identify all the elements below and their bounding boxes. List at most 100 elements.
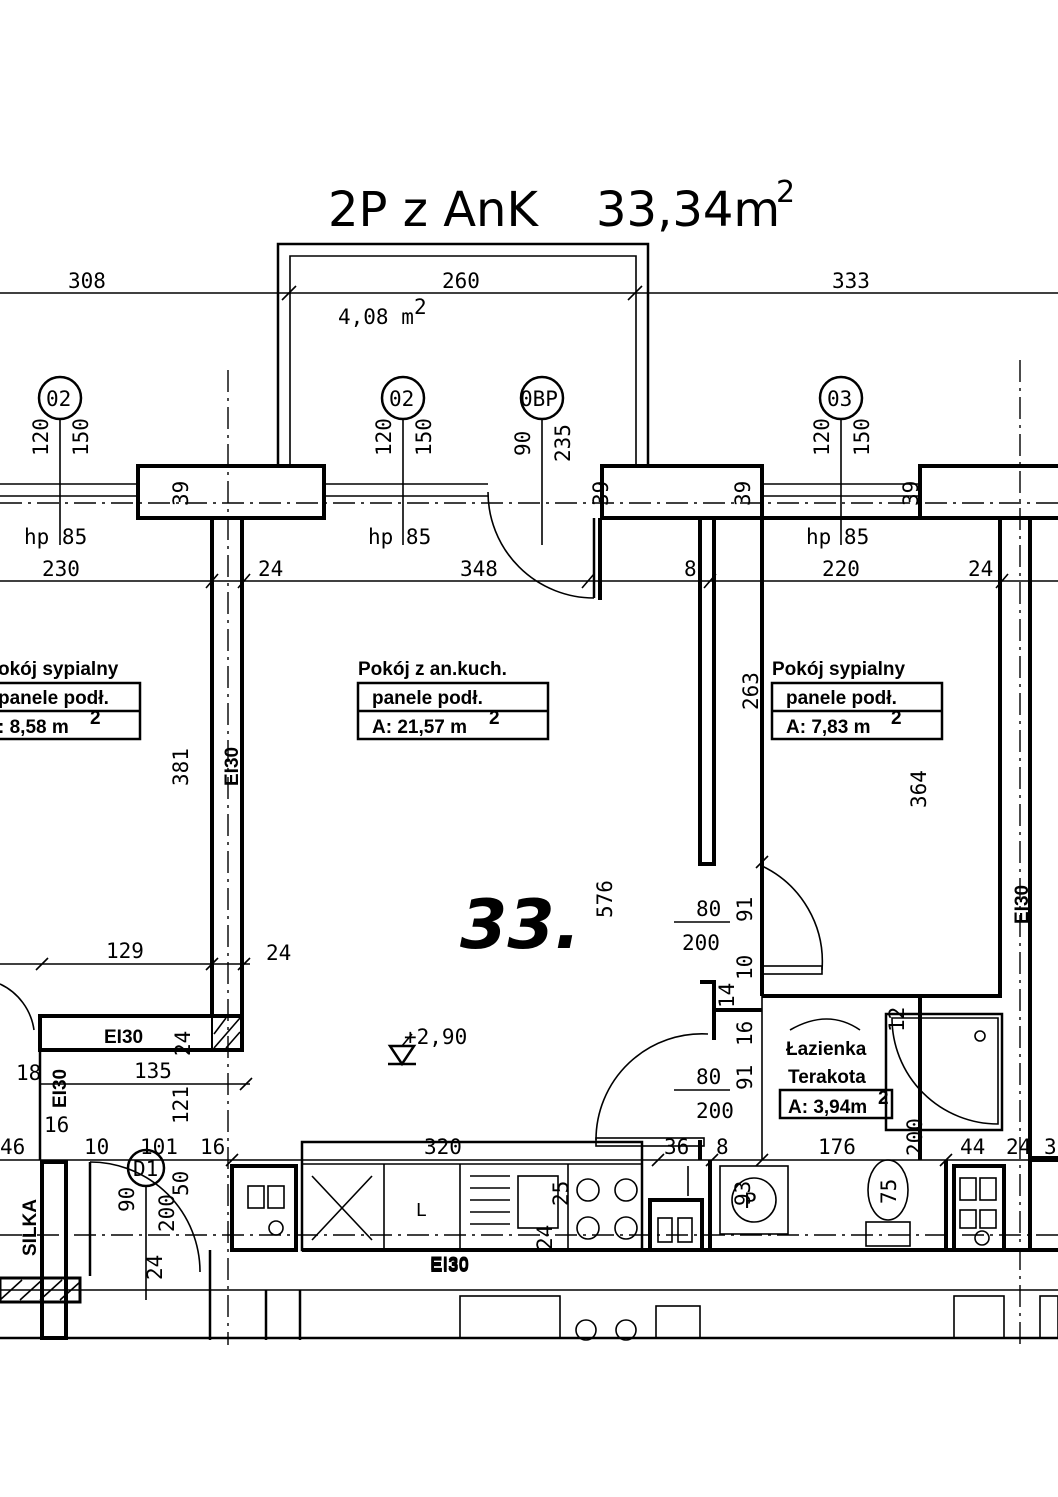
dim-260: 260 [442,269,480,293]
room-name: Pokój sypialny [772,659,905,680]
apartment-number: 33. [460,886,580,965]
svg-text:24: 24 [171,1031,195,1056]
window-height: 150 [850,418,874,456]
dim-348: 348 [460,557,498,581]
fire-rating-label: EI30 [50,1069,71,1108]
svg-text:121: 121 [169,1086,193,1124]
room-area-superscript: 2 [489,708,500,729]
fire-rating-label: EI30 [430,1254,469,1275]
room-area-superscript: 2 [878,1088,889,1109]
wall-material-label: SILKA [20,1199,41,1256]
kitchen-and-shafts: SILKA D1 90 200 50 24 L [0,1140,1058,1341]
svg-text:263: 263 [739,672,763,710]
left-door-swing [0,983,35,1031]
exterior-wall-top: 39 39 39 39 [0,464,1058,520]
door-width: 90 [511,431,535,456]
room-area: A: 3,94m [788,1097,867,1118]
dim-220: 220 [822,557,860,581]
svg-text:16: 16 [733,1021,757,1046]
room-width-dimensions: 230 24 348 8 220 24 [0,557,1058,589]
interior-walls [38,516,1058,1160]
shower-tray [884,1012,1004,1132]
total-area-superscript: 2 [776,175,795,210]
room-label-living-kitchen: Pokój z an.kuch. panele podł. A: 21,57 m… [356,659,550,741]
window-height: 150 [69,418,93,456]
svg-text:320: 320 [424,1135,462,1159]
svg-text:200: 200 [682,931,720,955]
room-label-bedroom-left: okój sypialny panele podł. : 8,58 m 2 [0,659,142,741]
balcony-area: 4,08 m [338,305,414,329]
svg-text:80: 80 [696,897,721,921]
svg-text:381: 381 [169,748,193,786]
dim-24: 24 [968,557,993,581]
window-height: 120 [29,418,53,456]
dim-39: 39 [731,481,755,506]
dim-230: 230 [42,557,80,581]
level-value: +2,90 [404,1025,467,1049]
level-marker: +2,90 [387,1025,467,1067]
svg-text:50: 50 [169,1171,193,1196]
svg-text:93: 93 [731,1181,755,1206]
svg-text:200: 200 [903,1118,927,1156]
fire-rating-label: EI30 [430,1256,469,1277]
bottom-dimension-line: 46 10 101 16 320 36 8 176 44 24 3 [0,1135,1058,1167]
room-name: Pokój z an.kuch. [358,659,507,680]
fire-rating-label: EI30 [222,747,243,786]
svg-text:18: 18 [16,1061,41,1085]
dim-39: 39 [169,481,193,506]
svg-text:91: 91 [733,1065,757,1090]
svg-text:10: 10 [84,1135,109,1159]
svg-text:36: 36 [664,1135,689,1159]
misc-dimensions: 263 364 381 576 129 24 24 80 200 91 10 1… [0,672,931,1160]
dim-8: 8 [684,557,697,581]
svg-text:576: 576 [593,880,617,918]
room-floor: panele podł. [0,688,109,709]
svg-text:44: 44 [960,1135,985,1159]
svg-text:14: 14 [715,983,739,1008]
sill-height: hp 85 [368,525,431,549]
dim-308: 308 [68,269,106,293]
total-area: 33,34m [596,182,780,238]
balcony-door-mark: 0BP 90 235 [511,375,575,545]
window-height: 120 [372,418,396,456]
svg-text:3: 3 [1044,1135,1057,1159]
room-area: A: 21,57 m [372,717,467,738]
svg-text:176: 176 [818,1135,856,1159]
svg-text:24: 24 [1006,1135,1031,1159]
svg-text:135: 135 [134,1059,172,1083]
svg-text:90: 90 [115,1187,139,1212]
room-floor: panele podł. [786,688,897,709]
dim-333: 333 [832,269,870,293]
room-label-bedroom-right: Pokój sypialny panele podł. A: 7,83 m 2 [770,659,944,741]
dim-24: 24 [258,557,283,581]
door-code: 0BP [520,387,558,411]
svg-text:10: 10 [733,955,757,980]
door-height: 235 [551,424,575,462]
room-floor: panele podł. [372,688,483,709]
top-dimension-line: 308 260 333 [0,269,1058,301]
window-height: 150 [412,418,436,456]
svg-text:25: 25 [549,1181,573,1206]
balcony-area-superscript: 2 [414,295,427,319]
window-mark-1: 02 120 150 hp 85 [24,375,93,549]
fire-rating-label: EI30 [1012,885,1033,924]
dim-39: 39 [899,481,923,506]
svg-text:8: 8 [716,1135,729,1159]
window-code: 03 [827,387,852,411]
room-floor: Terakota [788,1067,866,1088]
fridge-label: L [416,1200,426,1221]
window-mark-3: 03 120 150 hp 85 [806,375,874,549]
window-mark-2: 02 120 150 hp 85 [368,375,436,549]
svg-text:24: 24 [143,1255,167,1280]
window-code: 02 [389,387,414,411]
room-area: A: 7,83 m [786,717,870,738]
room-label-bathroom: Łazienka Terakota A: 3,94m 2 [778,1018,894,1120]
svg-text:200: 200 [155,1194,179,1232]
svg-text:129: 129 [106,939,144,963]
bedroom-door-swing [760,865,824,975]
svg-text:200: 200 [696,1099,734,1123]
svg-text:24: 24 [266,941,291,965]
sill-height: hp 85 [806,525,869,549]
svg-text:12: 12 [885,1007,909,1032]
